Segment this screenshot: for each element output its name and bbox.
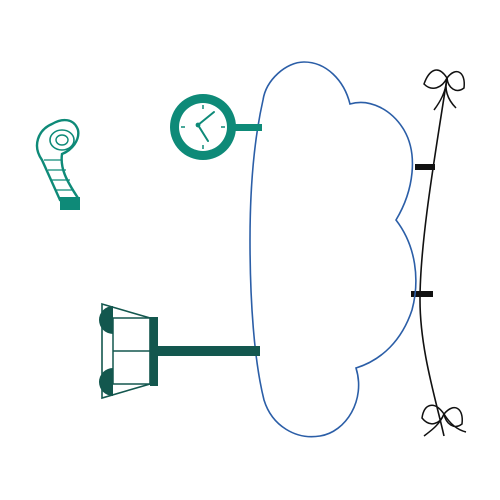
string-clip-bottom [411, 291, 433, 297]
binoculars-icon [99, 302, 260, 400]
cloud-outline [249, 61, 417, 438]
hanging-string [411, 69, 467, 437]
binoculars-eyepiece [150, 317, 158, 386]
string-clip-top [415, 164, 435, 170]
clock-stick [226, 124, 262, 131]
tape-end [60, 197, 80, 210]
binoculars-lens-bottom [99, 368, 113, 396]
clock-face [179, 103, 227, 151]
clock-icon [170, 94, 262, 160]
bow-icon-bottom [421, 404, 467, 437]
bow-icon-top [423, 69, 465, 111]
measuring-tape-icon [35, 118, 81, 210]
binoculars-lens-top [99, 306, 113, 334]
binoculars-stick [150, 346, 260, 356]
